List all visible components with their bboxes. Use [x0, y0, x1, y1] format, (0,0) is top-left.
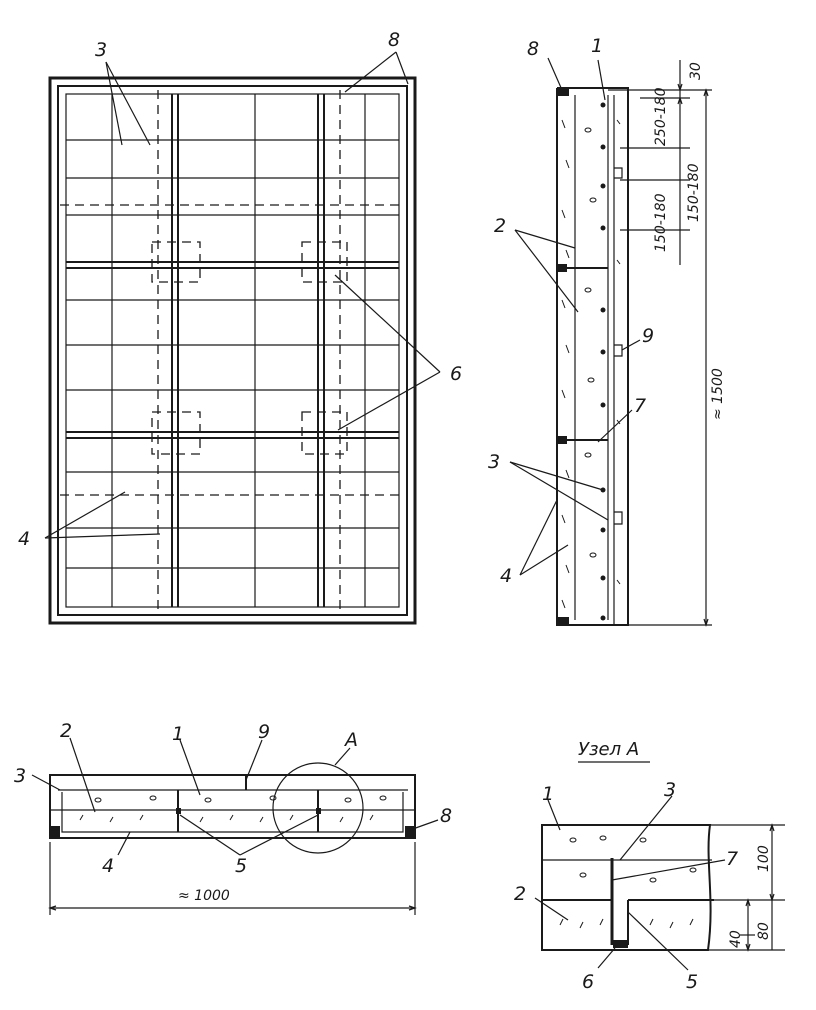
dim-1500: ≈ 1500 — [710, 368, 726, 420]
dim-150-180-outer: 150-180 — [686, 163, 702, 222]
section-label-7: 7 — [634, 395, 646, 417]
section-hatching — [561, 119, 621, 609]
dim-150-180-inner: 150-180 — [653, 193, 669, 252]
node-a-hatching — [559, 835, 697, 929]
section-dimension-lines — [608, 60, 712, 627]
plan-grid-vertical — [111, 94, 366, 607]
dim-250-180: 250-180 — [653, 87, 669, 146]
plan-label-8: 8 — [388, 29, 400, 51]
section-label-8: 8 — [527, 38, 539, 60]
dim-100: 100 — [756, 845, 772, 872]
plan-label-4: 4 — [18, 528, 30, 550]
node-label-5: 5 — [686, 971, 698, 993]
section-rebar-dots — [600, 102, 606, 621]
section-label-2: 2 — [494, 215, 506, 237]
plan-grid-horizontal — [66, 139, 399, 569]
plan-label-6: 6 — [450, 363, 462, 385]
section-label-9: 9 — [642, 325, 654, 347]
node-label-7: 7 — [726, 848, 738, 870]
vertical-section: 8 1 2 9 7 3 4 30 250-180 150-180 150-180… — [488, 35, 726, 627]
cross-label-2: 2 — [60, 720, 72, 742]
plan-panel-border — [65, 93, 400, 608]
node-label-6: 6 — [582, 971, 594, 993]
cross-section: 2 1 9 A 3 8 5 4 ≈ 1000 — [14, 720, 452, 915]
dim-40: 40 — [728, 930, 744, 948]
dim-80: 80 — [756, 922, 772, 940]
dim-30: 30 — [688, 62, 704, 80]
plan-label-3: 3 — [95, 39, 107, 61]
node-label-3: 3 — [664, 779, 676, 801]
plan-outer-frame — [48, 76, 417, 625]
section-leaders — [509, 57, 641, 576]
detail-circle-a — [272, 762, 364, 854]
cross-label-5: 5 — [235, 855, 247, 877]
dim-1000: ≈ 1000 — [178, 888, 230, 904]
plan-leaders — [44, 51, 441, 539]
plan-lifting-pads — [151, 241, 348, 455]
cross-section-outline — [49, 774, 416, 839]
node-a-leaders — [534, 795, 726, 971]
plan-dashed-lines — [60, 90, 405, 615]
cross-label-9: 9 — [258, 721, 270, 743]
node-a-title: Узел А — [578, 739, 639, 760]
node-label-2: 2 — [514, 883, 526, 905]
cross-label-3: 3 — [14, 765, 26, 787]
plan-inner-frame — [57, 85, 408, 616]
section-label-1: 1 — [591, 35, 603, 57]
cross-label-a: A — [343, 729, 358, 751]
cross-label-8: 8 — [440, 805, 452, 827]
plan-view: 3 8 6 4 — [18, 29, 462, 625]
node-label-1: 1 — [542, 783, 554, 805]
cross-label-1: 1 — [172, 723, 184, 745]
section-label-4: 4 — [500, 565, 512, 587]
section-label-3: 3 — [488, 451, 500, 473]
node-a-detail: Узел А 1 3 7 — [514, 739, 785, 993]
cross-label-4: 4 — [102, 855, 114, 877]
cross-section-hatching — [79, 795, 387, 823]
cross-section-leaders — [31, 737, 439, 856]
